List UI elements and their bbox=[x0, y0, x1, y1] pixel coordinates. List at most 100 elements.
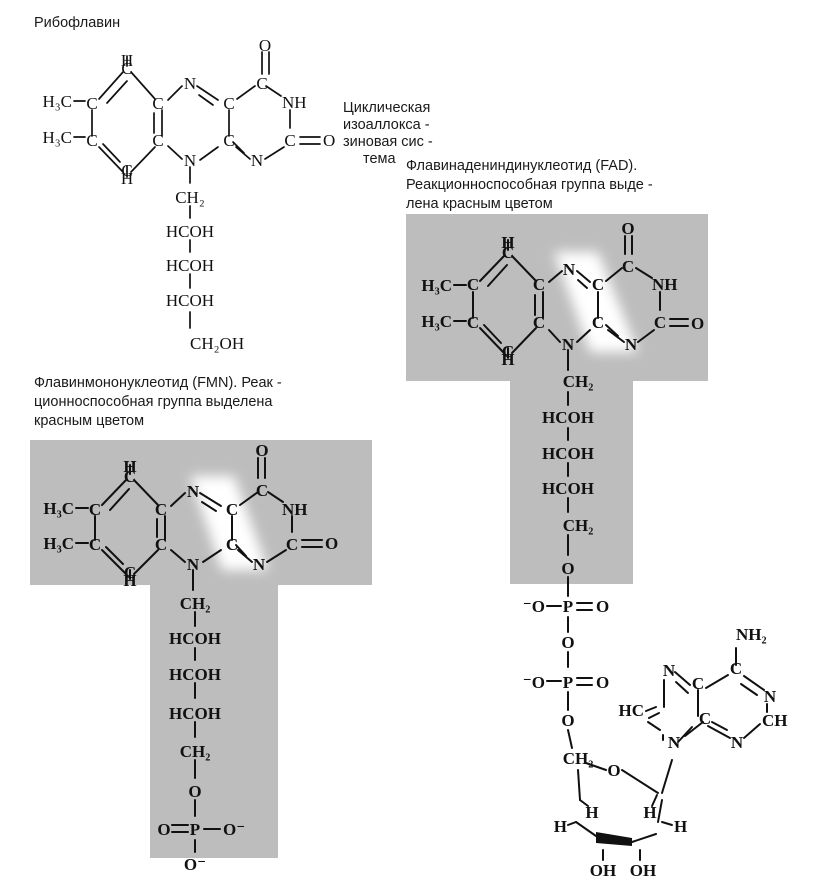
fad-atoms: H C C C C C C H N N C C C O NH C O N H₃C… bbox=[421, 219, 787, 880]
fad-caption-line: Флавинадениндинуклеотид (FAD). bbox=[406, 158, 638, 174]
riboflavin-chain-1: CH₂ bbox=[175, 188, 205, 207]
adenine-n3: N bbox=[731, 733, 744, 752]
fad-c: C bbox=[467, 313, 479, 332]
ribose-h-c3: H bbox=[585, 803, 598, 822]
fad-c2: C bbox=[654, 313, 666, 332]
fmn-c4: C bbox=[256, 481, 268, 500]
riboflavin-chain-2: HCOH bbox=[166, 222, 214, 241]
riboflavin-n1: N bbox=[251, 151, 263, 170]
ring-note-line: изоаллокса - bbox=[343, 117, 430, 133]
riboflavin-c: C bbox=[121, 59, 132, 78]
fad-phosphate2-p: P bbox=[563, 673, 573, 692]
ring-note-line: зиновая сис - bbox=[343, 134, 433, 150]
fad-methyl-2: H₃C bbox=[421, 312, 452, 331]
fmn-phosphate-bottom-anion: O⁻ bbox=[184, 855, 206, 874]
ribose-ring-o: O bbox=[607, 761, 620, 780]
riboflavin-o4: O bbox=[259, 36, 271, 55]
riboflavin-c: C bbox=[223, 94, 234, 113]
fmn-chain-1: CH₂ bbox=[180, 594, 211, 613]
riboflavin-title: Рибофлавин bbox=[34, 15, 121, 31]
fad-methyl-1: H₃C bbox=[421, 276, 452, 295]
fmn-methyl-2: H₃C bbox=[43, 534, 74, 553]
fmn-c: C bbox=[155, 500, 167, 519]
fmn-caption-line: ционноспособная группа выделена bbox=[34, 394, 273, 410]
fad-phosphate2-anion: ⁻O bbox=[523, 673, 545, 692]
fmn-c: C bbox=[89, 500, 101, 519]
fmn-c: C bbox=[226, 500, 238, 519]
ribose-ch2: CH₂ bbox=[563, 749, 594, 768]
adenine-hc8: HC bbox=[619, 701, 645, 720]
riboflavin-chain-5: CH₂OH bbox=[190, 334, 244, 353]
fmn-atoms: H C C C C C C H N N C C C O NH C O N H₃C… bbox=[43, 441, 338, 874]
fmn-phosphate-anion: O⁻ bbox=[223, 820, 245, 839]
riboflavin-n5: N bbox=[184, 74, 196, 93]
riboflavin-structure: H C C C C C C H N N C C C O NH C O N H₃C… bbox=[42, 36, 335, 353]
fad-o4: O bbox=[621, 219, 634, 238]
ribose-h-left: H bbox=[554, 817, 567, 836]
ring-system-note: Циклическая изоаллокса - зиновая сис - т… bbox=[343, 100, 433, 168]
ribose-oh-right: OH bbox=[630, 861, 656, 880]
riboflavin-c: C bbox=[86, 94, 97, 113]
fmn-o4: O bbox=[255, 441, 268, 460]
fad-nh: NH bbox=[652, 275, 678, 294]
adenine-c4: C bbox=[699, 709, 711, 728]
fad-bonds bbox=[453, 235, 768, 861]
fad-c: C bbox=[533, 275, 545, 294]
ribose-oh-left: OH bbox=[590, 861, 616, 880]
fmn-methyl-1: H₃C bbox=[43, 499, 74, 518]
fad-highlight-box bbox=[406, 214, 708, 584]
fmn-caption: Флавинмононуклеотид (FMN). Реак - ционно… bbox=[34, 374, 282, 431]
fmn-n5: N bbox=[187, 482, 200, 501]
ribose-bold-bond bbox=[596, 832, 632, 846]
fad-c: C bbox=[592, 313, 604, 332]
fad-caption: Флавинадениндинуклеотид (FAD). Реакционн… bbox=[406, 157, 653, 214]
fad-n5: N bbox=[563, 260, 576, 279]
ribose-h-right: H bbox=[674, 817, 687, 836]
fad-phosphate1-p: P bbox=[563, 597, 573, 616]
fmn-bonds bbox=[75, 457, 323, 853]
riboflavin-methyl-1: H₃C bbox=[42, 92, 72, 111]
adenine-n1: N bbox=[764, 687, 777, 706]
fmn-c2: C bbox=[286, 535, 298, 554]
adenine-n7: N bbox=[663, 661, 676, 680]
riboflavin-c: C bbox=[152, 94, 163, 113]
fmn-phosphate-p: P bbox=[190, 820, 200, 839]
riboflavin-chain-4: HCOH bbox=[166, 291, 214, 310]
fad-c: C bbox=[467, 275, 479, 294]
fmn-chain-5: CH₂ bbox=[180, 742, 211, 761]
fad-phosphate1-oxo: O bbox=[596, 597, 609, 616]
fmn-c: C bbox=[124, 563, 136, 582]
fad-c: C bbox=[502, 342, 514, 361]
fad-phosphate2-oxo: O bbox=[596, 673, 609, 692]
riboflavin-n10: N bbox=[184, 151, 196, 170]
adenine-amine: NH₂ bbox=[736, 625, 767, 644]
riboflavin-h-bottom: H bbox=[121, 169, 133, 188]
fad-phosphate1-anion: ⁻O bbox=[523, 597, 545, 616]
riboflavin-c4: C bbox=[256, 74, 267, 93]
ring-note-line: Циклическая bbox=[343, 100, 431, 116]
fad-chain-4: HCOH bbox=[542, 479, 594, 498]
fmn-phosphate-oxo: O bbox=[157, 820, 170, 839]
riboflavin-c: C bbox=[223, 131, 234, 150]
riboflavin-c: C bbox=[86, 131, 97, 150]
fmn-c: C bbox=[226, 535, 238, 554]
fad-h-top: H bbox=[501, 233, 514, 252]
fmn-chain-4: HCOH bbox=[169, 704, 221, 723]
fad-bridge-o: O bbox=[561, 633, 574, 652]
riboflavin-o2: O bbox=[323, 131, 335, 150]
fmn-chain-2: HCOH bbox=[169, 629, 221, 648]
fad-structure: H C C C C C C H N N C C C O NH C O N H₃C… bbox=[406, 214, 788, 880]
fad-c: C bbox=[592, 275, 604, 294]
fad-c: C bbox=[502, 243, 514, 262]
fmn-chain-3: HCOH bbox=[169, 665, 221, 684]
adenine-n9: N bbox=[668, 733, 681, 752]
fmn-structure: H C C C C C C H N N C C C O NH C O N H₃C… bbox=[30, 440, 372, 874]
fmn-c: C bbox=[155, 535, 167, 554]
fmn-h-top: H bbox=[123, 457, 136, 476]
fmn-ester-o: O bbox=[188, 782, 201, 801]
riboflavin-chain-3: HCOH bbox=[166, 256, 214, 275]
riboflavin-bonds bbox=[73, 51, 321, 329]
fad-chain-3: HCOH bbox=[542, 444, 594, 463]
fmn-caption-line: красным цветом bbox=[34, 413, 145, 429]
